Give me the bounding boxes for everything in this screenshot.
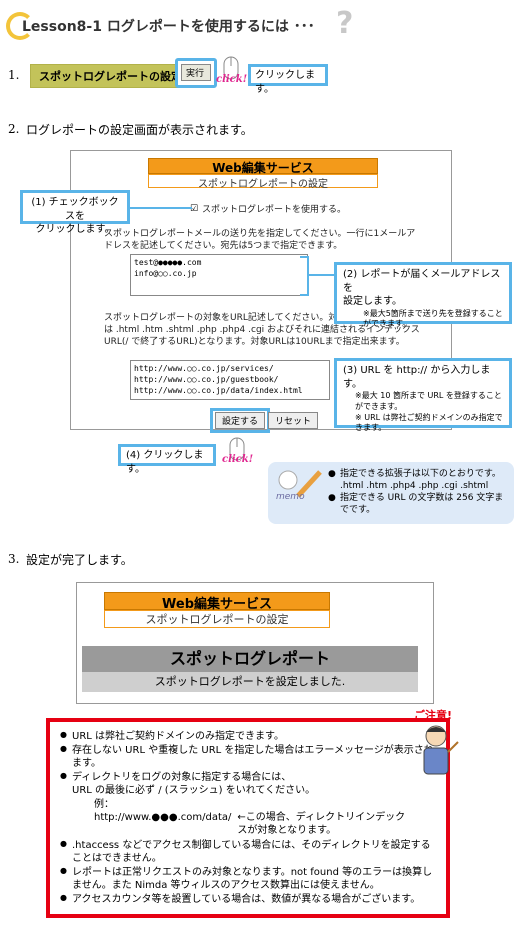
warning-list: .htaccess などでアクセス制御している場合には、そのディレクトリを設定す…	[50, 837, 446, 906]
warning-example: 例： http://www.●●●.com/data/ ←この場合、ディレクトリ…	[50, 798, 446, 837]
url-textarea[interactable]: http://www.○○.co.jp/services/ http://www…	[130, 360, 330, 400]
mail-line: info@○○.co.jp	[134, 269, 197, 279]
service-subtitle: スポットログレポートの設定	[148, 174, 378, 190]
bullet-icon: ●	[328, 469, 336, 479]
warning-item: ディレクトリをログの対象に指定する場合には、 URL の最後に必ず / (スラッ…	[60, 771, 436, 797]
callout-mail-title: (2) レポートが届くメールアドレスを 設定します。	[343, 269, 501, 307]
use-report-label: スポットログレポートを使用する。	[202, 205, 347, 215]
callout-submit: (4) クリックします。	[118, 444, 216, 475]
step3-number: 3.	[8, 552, 20, 566]
use-report-checkbox[interactable]: ☑	[190, 204, 199, 214]
memo-item: ● 指定できる拡張子は以下のとおりです。 .html .htm .php4 .ph…	[328, 468, 510, 492]
warning-list: URL は弊社ご契約ドメインのみ指定できます。 存在しない URL や重複した …	[50, 722, 446, 797]
step1-callout: クリックします。	[248, 64, 328, 95]
example-note: ←この場合、ディレクトリインデックスが対象となります。	[237, 812, 406, 836]
url-instructions: スポットログレポートの対象をURL記述してください。対象と のファイル形式は .…	[104, 313, 422, 348]
example-label: 例：	[94, 799, 114, 810]
click-label: click!	[222, 454, 254, 465]
warning-item: 存在しない URL や重複した URL を指定した場合はエラーメッセージが表示さ…	[60, 744, 436, 770]
warning-item: レポートは正常リクエストのみ対象となります。not found 等のエラーは換算…	[60, 866, 436, 892]
result-panel	[76, 582, 434, 704]
submit-button-highlight: 設定する	[210, 408, 271, 433]
exec-button-highlight: 実行	[175, 58, 217, 88]
callout-url: (3) URL を http:// から入力します。 ※最大 10 箇所まで U…	[334, 358, 512, 432]
mouse-icon	[223, 56, 239, 80]
memo-pencil-icon	[278, 470, 322, 498]
callout-url-title: (3) URL を http:// から入力します。	[343, 365, 491, 390]
result-service-title: Web編集サービス	[104, 592, 330, 612]
result-message: スポットログレポートを設定しました.	[82, 672, 418, 692]
bullet-icon: ●	[328, 493, 336, 504]
url-line: http://www.○○.co.jp/services/	[134, 364, 274, 373]
memo-label: memo	[276, 492, 305, 502]
lesson-header: Lesson8-1 ログレポートを使用するには ･･･ ?	[6, 6, 366, 41]
callout-connector	[128, 207, 192, 209]
url-line: http://www.○○.co.jp/data/index.html	[134, 386, 303, 396]
bracket-mail	[300, 256, 336, 296]
submit-button[interactable]: 設定する	[215, 412, 266, 429]
warning-badge: ご注意!	[414, 709, 453, 722]
service-title: Web編集サービス	[148, 158, 378, 175]
callout-checkbox: (1) チェックボックスを クリックします。	[20, 190, 130, 235]
lesson-ring-icon	[6, 12, 34, 40]
warning-box: URL は弊社ご契約ドメインのみ指定できます。 存在しない URL や重複した …	[46, 718, 450, 918]
teacher-icon	[423, 725, 459, 775]
mail-line: test@●●●●●.com	[134, 258, 202, 267]
result-heading: スポットログレポート	[82, 646, 418, 672]
memo-box	[268, 462, 514, 524]
mail-instructions: スポットログレポートメールの送り先を指定してください。一行に1メールアドレスを記…	[104, 229, 416, 252]
step3-text: 設定が完了します。	[26, 553, 133, 567]
url-line: http://www.○○.co.jp/guestbook/	[134, 375, 279, 385]
reset-button[interactable]: リセット	[268, 412, 319, 429]
warning-item: .htaccess などでアクセス制御している場合には、そのディレクトリを設定す…	[60, 839, 436, 865]
question-mark-icon: ?	[336, 6, 354, 41]
spot-log-setting-chip: スポットログレポートの設定	[30, 64, 191, 88]
memo-item: ● 指定できる URL の文字数は 256 文字までです。	[328, 492, 510, 516]
lesson-title: Lesson8-1 ログレポートを使用するには ･･･	[22, 19, 315, 35]
callout-url-note2: ※ URL は弊社ご契約ドメインのみ指定できます。	[355, 412, 503, 433]
memo-list: ● 指定できる拡張子は以下のとおりです。 .html .htm .php4 .ph…	[328, 468, 510, 517]
callout-url-note1: ※最大 10 箇所まで URL を登録することができます。	[355, 391, 502, 411]
click-label: click!	[216, 74, 248, 85]
mouse-icon	[229, 437, 245, 461]
mail-textarea[interactable]: test@●●●●●.com info@○○.co.jp	[130, 254, 308, 296]
warning-item: アクセスカウンタ等を設置している場合は、数値が異なる場合がございます。	[60, 893, 436, 906]
result-service-subtitle: スポットログレポートの設定	[104, 610, 330, 628]
step1-number: 1.	[8, 68, 20, 82]
example-row: http://www.●●●.com/data/ ←この場合、ディレクトリインデ…	[94, 811, 446, 837]
memo-item-text: 指定できる拡張子は以下のとおりです。 .html .htm .php4 .php…	[340, 469, 501, 492]
exec-button[interactable]: 実行	[181, 64, 211, 81]
step2-number: 2.	[8, 122, 20, 136]
callout-mail-note: ※最大5箇所まで送り先を登録することができます。	[363, 308, 503, 329]
step2-text: ログレポートの設定画面が表示されます。	[26, 123, 253, 137]
warning-item: URL は弊社ご契約ドメインのみ指定できます。	[60, 730, 436, 743]
example-url: http://www.●●●.com/data/	[94, 812, 232, 823]
callout-mail: (2) レポートが届くメールアドレスを 設定します。 ※最大5箇所まで送り先を登…	[334, 262, 512, 328]
memo-item-text: 指定できる URL の文字数は 256 文字までです。	[340, 493, 504, 516]
